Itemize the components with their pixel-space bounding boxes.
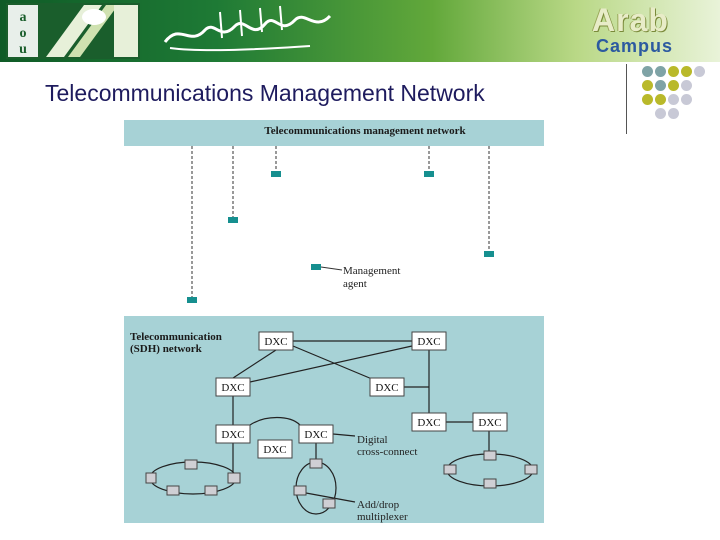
decor-dot	[694, 66, 705, 77]
decor-dot	[681, 94, 692, 105]
page-title: Telecommunications Management Network	[45, 80, 485, 106]
decorative-dots	[640, 64, 720, 124]
dxc-node	[411, 412, 447, 432]
brand-name: Arab	[592, 2, 669, 38]
adm-node	[166, 485, 180, 496]
management-agent-label: Management	[343, 265, 400, 277]
add-drop-multiplexer-label: multiplexer	[357, 511, 408, 523]
dxc-node-label: DXC	[478, 417, 501, 429]
dxc-node	[472, 412, 508, 432]
adm-node	[483, 478, 497, 489]
dxc-node-label: DXC	[221, 429, 244, 441]
adm-node	[443, 464, 457, 475]
arabic-calligraphy	[163, 5, 332, 52]
digital-cross-connect-label: Digital	[357, 434, 388, 446]
university-logo: a o u	[6, 3, 140, 59]
management-agent	[228, 217, 238, 223]
management-agent	[271, 171, 281, 177]
sdh-network-label: (SDH) network	[130, 343, 203, 355]
divider-line	[626, 64, 627, 134]
adm-node	[204, 485, 218, 496]
management-agent	[484, 251, 494, 257]
logo-letter-a: a	[20, 10, 27, 25]
decor-dot	[681, 80, 692, 91]
adm-node	[145, 472, 157, 484]
management-agent	[424, 171, 434, 177]
management-agent-label: agent	[343, 278, 367, 290]
adm-node	[227, 472, 241, 484]
decor-dot	[655, 66, 666, 77]
dxc-node-label: DXC	[375, 382, 398, 394]
dxc-node	[298, 424, 334, 444]
dxc-node-label: DXC	[304, 429, 327, 441]
decor-dot	[668, 66, 679, 77]
management-agents	[187, 171, 494, 303]
dxc-node	[258, 331, 294, 351]
decor-dot	[668, 94, 679, 105]
decor-dot	[642, 80, 653, 91]
decor-dot	[655, 80, 666, 91]
dxc-node	[257, 439, 293, 459]
brand-subtitle: Campus	[596, 36, 674, 56]
decor-dot	[655, 108, 666, 119]
adm-node	[322, 498, 336, 509]
tmn-panel	[124, 120, 544, 146]
decor-dot	[668, 80, 679, 91]
adm-node	[184, 459, 198, 470]
adm-node	[483, 450, 497, 461]
sdh-network-label: Telecommunication	[130, 331, 222, 343]
dxc-node	[411, 331, 447, 351]
logo-letter-u: u	[19, 42, 27, 57]
dxc-node-label: DXC	[417, 417, 440, 429]
tmn-label: Telecommunications management network	[264, 125, 466, 137]
adm-node	[309, 458, 323, 469]
decor-dot	[642, 66, 653, 77]
digital-cross-connect-label: cross-connect	[357, 446, 417, 458]
sdh-links	[232, 340, 490, 503]
decor-dot	[668, 108, 679, 119]
dxc-node-label: DXC	[417, 336, 440, 348]
add-drop-multiplexers	[145, 450, 538, 509]
add-drop-multiplexer-label: Add/drop	[357, 499, 400, 511]
decor-dot	[655, 94, 666, 105]
dxc-node	[215, 424, 251, 444]
management-agent-legend-icon	[311, 264, 321, 270]
adm-node	[293, 485, 307, 496]
header-banner: a o u Arab Campus	[0, 0, 720, 62]
dxc-nodes: DXC DXC DXC DXC DXC DXC DXC DXC DXC	[215, 331, 508, 459]
dxc-node-label: DXC	[263, 444, 286, 456]
dxc-node	[215, 377, 251, 397]
dxc-node-label: DXC	[264, 336, 287, 348]
decor-dot	[642, 94, 653, 105]
logo-letter-o: o	[20, 26, 27, 41]
management-links	[191, 146, 490, 298]
dxc-node-label: DXC	[221, 382, 244, 394]
management-agent	[187, 297, 197, 303]
decor-dot	[681, 66, 692, 77]
adm-node	[524, 464, 538, 475]
dxc-node	[369, 377, 405, 397]
